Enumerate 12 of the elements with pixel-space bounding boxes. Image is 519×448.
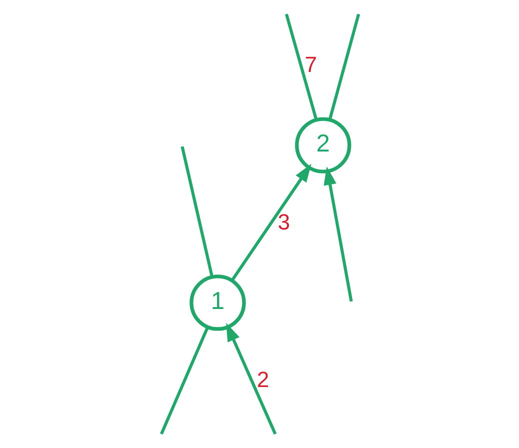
- arrow: [226, 322, 276, 435]
- arrow: [230, 164, 311, 282]
- connector: [284, 14, 318, 120]
- connector: [159, 326, 209, 435]
- edge-label: 7: [304, 52, 316, 77]
- arrow: [323, 166, 352, 302]
- connector: [328, 14, 360, 120]
- node-circle: 1: [189, 274, 246, 331]
- edge-label: 2: [256, 366, 269, 392]
- connector: [180, 146, 214, 278]
- node-circle: 2: [294, 117, 351, 174]
- edge-label: 3: [277, 209, 290, 234]
